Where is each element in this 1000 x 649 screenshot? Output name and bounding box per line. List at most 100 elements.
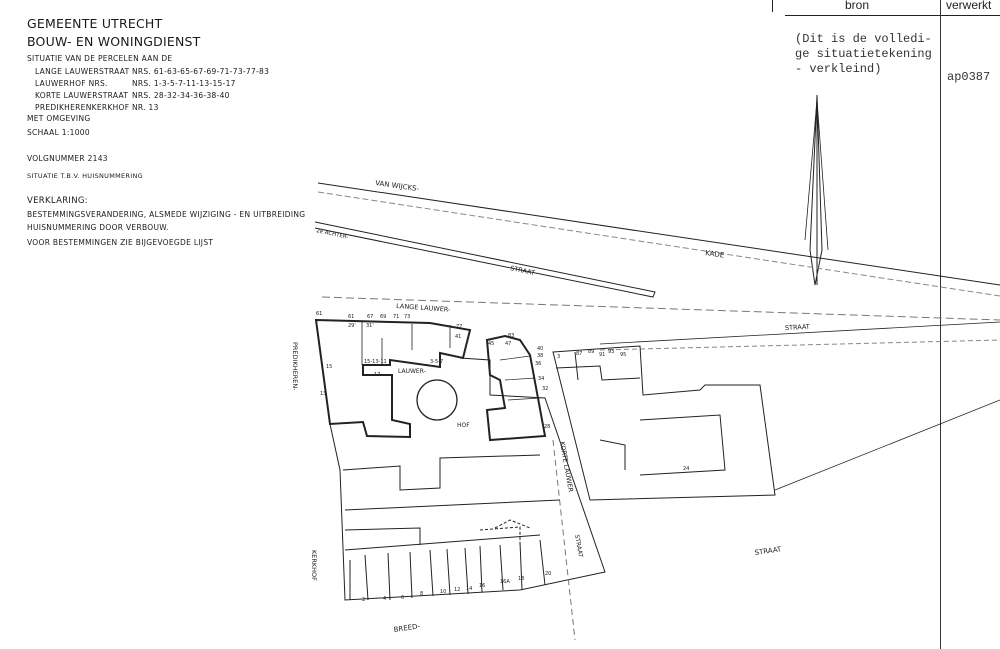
map-line xyxy=(552,345,776,501)
house-number: 12 xyxy=(454,587,460,593)
house-number: 16A xyxy=(500,579,510,585)
street-label: VAN WIJCKS- xyxy=(375,179,420,193)
table-column-divider xyxy=(940,0,941,649)
house-number: 2 xyxy=(362,597,365,603)
street-label: PREDIKHEREN- xyxy=(291,342,299,391)
house-number: 87 xyxy=(576,351,582,357)
map-line xyxy=(479,519,531,545)
municipality-title: GEMEENTE UTRECHT xyxy=(27,16,163,31)
house-number: 77 xyxy=(456,324,462,330)
map-line: 61 61 67 69 71 73 29' 31' 77 41 15-13-11… xyxy=(316,311,689,603)
house-number: 16 xyxy=(479,583,485,589)
street-label: STRAAT xyxy=(510,264,536,277)
volgnummer-label: VOLGNUMMER 2143 xyxy=(27,154,108,163)
purpose-label: SITUATIE T.B.V. HUISNUMMERING xyxy=(27,172,143,180)
street-label: STRAAT xyxy=(785,323,810,332)
house-number: 4 xyxy=(383,596,386,602)
house-number: 10 xyxy=(440,589,446,595)
house-number: 15-13-11 xyxy=(364,359,387,365)
street-label: BREED- xyxy=(393,622,421,634)
house-number: 93 xyxy=(608,349,614,355)
house-number: 67 xyxy=(367,314,373,320)
map-line xyxy=(552,439,576,641)
verklaring-line: HUISNUMMERING DOOR VERBOUW. xyxy=(27,223,169,232)
house-number: 13 xyxy=(320,391,326,397)
north-arrow-icon xyxy=(804,94,829,286)
house-number: 3-5-7 xyxy=(430,359,443,365)
department-title: BOUW- EN WONINGDIENST xyxy=(27,34,201,49)
house-number: 32 xyxy=(542,386,548,392)
house-number: 28 xyxy=(544,424,550,430)
table-tick xyxy=(772,0,773,12)
map-line xyxy=(599,321,1000,345)
house-number: 38 xyxy=(537,353,543,359)
map-line xyxy=(599,339,1000,351)
archive-code: ap0387 xyxy=(947,70,991,84)
house-number: 18 xyxy=(518,576,524,582)
note-line: ge situatietekening xyxy=(795,47,932,61)
house-number: 14 xyxy=(466,586,472,592)
house-number: 3 xyxy=(557,354,560,360)
street-label: KERKHOF xyxy=(310,550,318,581)
house-number: 91 xyxy=(599,352,605,358)
street-label: 2e ACHTER- xyxy=(316,228,349,241)
column-header-verwerkt: verwerkt xyxy=(946,0,992,12)
kade-edge xyxy=(317,191,1000,297)
verklaring-line: VOOR BESTEMMINGEN ZIE BIJGEVOEGDE LIJST xyxy=(27,238,214,247)
house-number: 8 xyxy=(420,591,423,597)
house-number: 20 xyxy=(545,571,551,577)
map-line xyxy=(314,94,1000,641)
street-label: LAUWER- xyxy=(398,368,426,375)
house-number: 41 xyxy=(455,334,461,340)
house-number: 73 xyxy=(404,314,410,320)
street-numbers: NRS. 1-3-5-7-11-13-15-17 xyxy=(132,79,236,88)
map-line xyxy=(321,296,1000,321)
street-numbers: NRS. 61-63-65-67-69-71-73-77-83 xyxy=(132,67,270,76)
map-line xyxy=(349,539,546,601)
street-label: STRAAT xyxy=(573,534,584,558)
house-number: 95 xyxy=(620,352,626,358)
street-name: LAUWERHOF NRS. xyxy=(35,79,108,88)
verklaring-line: BESTEMMINGSVERANDERING, ALSMEDE WIJZIGIN… xyxy=(27,210,306,219)
situatie-heading: SITUATIE VAN DE PERCELEN AAN DE xyxy=(27,54,173,63)
house-number: 34 xyxy=(538,376,544,382)
house-number: 69 xyxy=(380,314,386,320)
map-line xyxy=(774,399,1000,491)
house-number: 89 xyxy=(588,349,594,355)
house-number: 47 xyxy=(505,341,511,347)
street-label: KORTE LAUWER xyxy=(558,441,575,493)
house-number: 17 xyxy=(374,372,380,378)
house-number: 29' xyxy=(348,323,356,329)
house-number: 71 xyxy=(393,314,399,320)
map-line xyxy=(499,355,541,401)
house-number: 83 xyxy=(508,333,514,339)
street-label: STRAAT xyxy=(754,545,782,557)
street-numbers: NRS. 28-32-34-36-38-40 xyxy=(132,91,230,100)
house-number: 40 xyxy=(537,346,543,352)
house-number: 15 xyxy=(326,364,332,370)
street-label: KADE xyxy=(705,249,725,260)
scale-label: SCHAAL 1:1000 xyxy=(27,128,90,137)
parcel-outline xyxy=(485,334,547,442)
house-number: 24 xyxy=(683,466,689,472)
note-line: (Dit is de volledi- xyxy=(795,32,932,46)
kade-edge xyxy=(317,182,1000,286)
map-line xyxy=(361,322,451,365)
street-label: HOF xyxy=(457,422,470,429)
house-number: 31' xyxy=(366,323,374,329)
map-line xyxy=(416,379,458,421)
street-label: LANGE LAUWER- xyxy=(396,302,451,314)
house-number: 6 xyxy=(401,595,404,601)
table-header-rule xyxy=(785,15,1000,16)
street-name: PREDIKHERENKERKHOF xyxy=(35,103,130,112)
map-line xyxy=(804,99,829,251)
house-number: 61 xyxy=(316,311,322,317)
map-line xyxy=(809,94,823,286)
parcel-outline xyxy=(314,318,472,439)
house-number: 36 xyxy=(535,361,541,367)
achterstraat-edge xyxy=(314,221,656,298)
column-header-bron: bron xyxy=(845,0,870,12)
map-line xyxy=(555,351,726,476)
note-line: - verkleind) xyxy=(795,62,882,76)
